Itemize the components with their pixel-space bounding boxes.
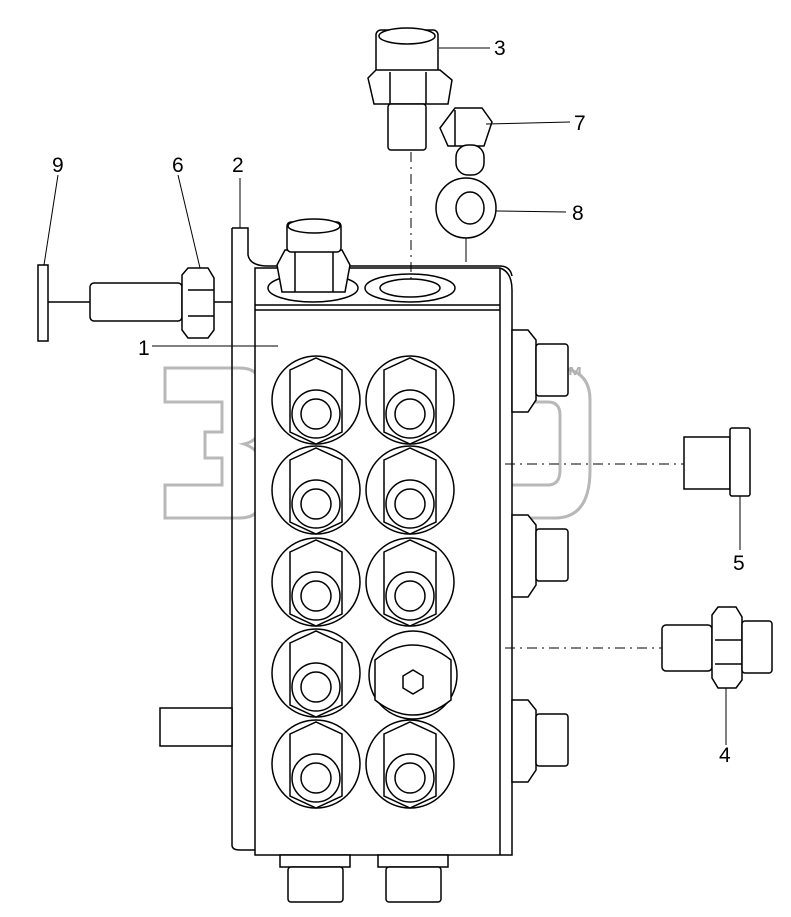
part-7-nipple [439, 107, 493, 176]
port-fitting [365, 537, 455, 627]
port-fitting [271, 445, 361, 535]
port-plug [368, 630, 458, 720]
port-fitting [365, 445, 455, 535]
part-6-plug [89, 267, 232, 339]
leader-lines [43, 47, 571, 347]
callout-8: 8 [572, 202, 584, 225]
callout-3: 3 [494, 37, 506, 60]
callout-9: 9 [52, 154, 64, 177]
callout-6: 6 [172, 154, 184, 177]
callout-5: 5 [733, 552, 745, 575]
part-4-union [505, 606, 773, 745]
callout-7: 7 [574, 112, 586, 135]
port-fitting [271, 719, 361, 809]
part-5-plug [505, 427, 751, 550]
callout-4: 4 [719, 744, 731, 767]
port-fitting [271, 537, 361, 627]
callout-2: 2 [232, 154, 244, 177]
port-fitting [271, 355, 361, 445]
port-fitting [365, 355, 455, 445]
front-port-grid [271, 355, 458, 809]
callout-labels: 1 2 3 4 5 6 7 8 9 [52, 37, 745, 767]
part-8-washer [435, 177, 497, 262]
port-fitting [271, 628, 361, 718]
part-3-fitting [367, 27, 453, 280]
side-fittings [511, 329, 569, 783]
part-9-gasket [37, 264, 90, 342]
port-fitting [365, 719, 455, 809]
bracket-plate [232, 227, 513, 277]
callout-1: 1 [138, 337, 150, 360]
